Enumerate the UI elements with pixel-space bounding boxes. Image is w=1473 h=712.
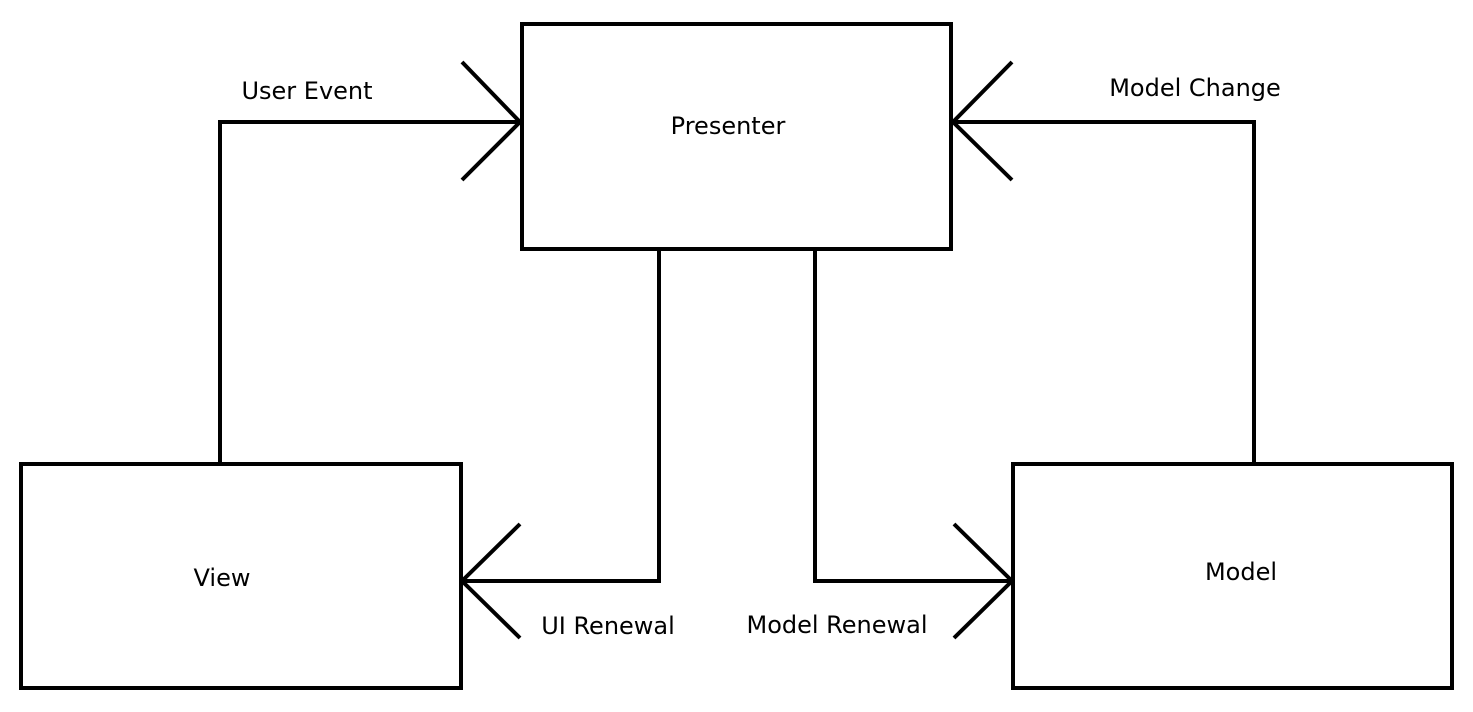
user-event-connector	[218, 60, 523, 462]
view-box	[19, 462, 463, 690]
ui-renewal-connector	[459, 250, 661, 640]
view-node: View	[19, 462, 463, 690]
model-change-connector	[950, 60, 1256, 462]
presenter-box	[520, 22, 953, 251]
model-renewal-connector	[813, 250, 1015, 640]
user-event-label: User Event	[241, 77, 372, 105]
presenter-label: Presenter	[671, 112, 786, 140]
model-box	[1011, 462, 1454, 690]
model-label: Model	[1205, 558, 1277, 586]
model-renewal-label: Model Renewal	[746, 611, 927, 639]
model-change-label: Model Change	[1109, 74, 1281, 102]
user-event-line	[218, 120, 520, 462]
presenter-node: Presenter	[520, 22, 953, 251]
ui-renewal-label: UI Renewal	[541, 612, 675, 640]
model-node: Model	[1011, 462, 1454, 690]
model-renewal-line	[813, 250, 1012, 583]
ui-renewal-line	[462, 250, 661, 583]
view-label: View	[194, 564, 251, 592]
model-change-line	[953, 120, 1256, 462]
